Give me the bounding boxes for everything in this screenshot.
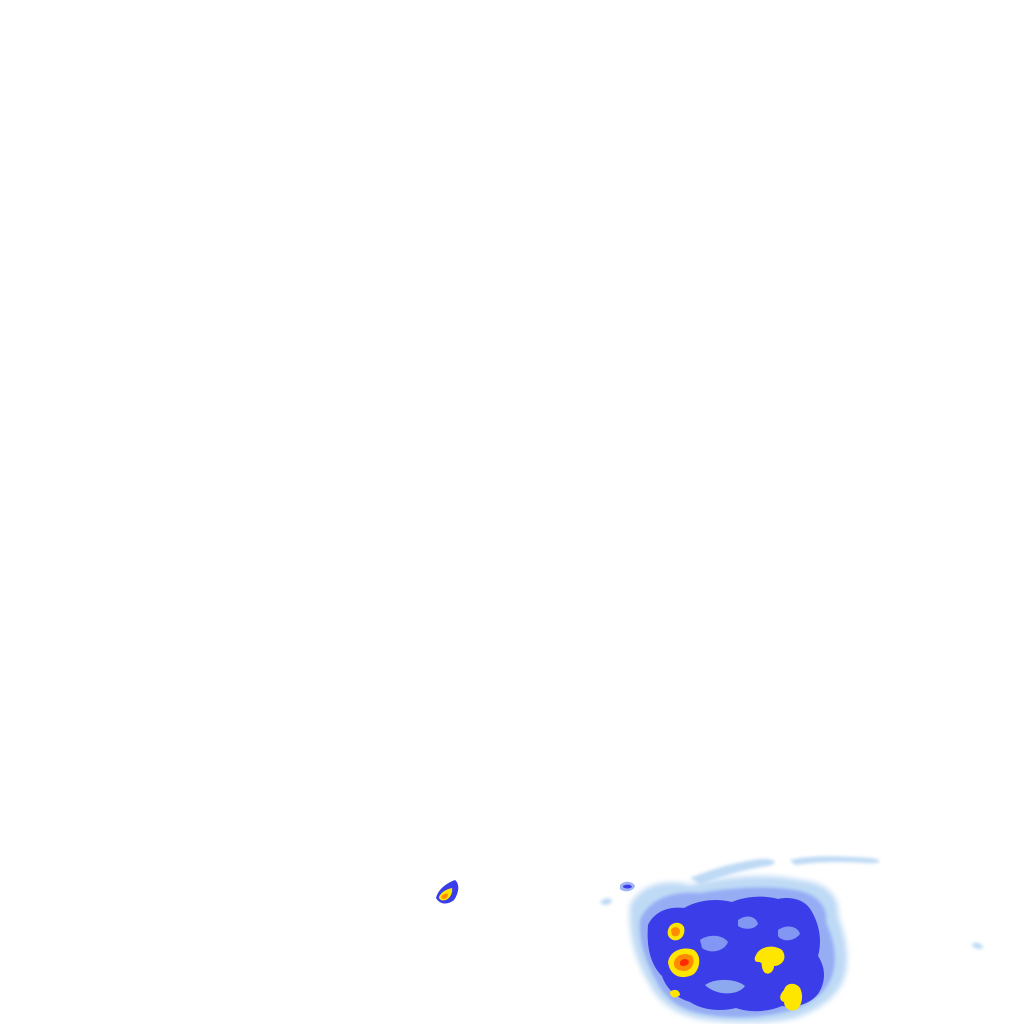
trace-band: [600, 856, 983, 949]
storm-cell-small: [620, 881, 635, 892]
storm-cell-west: [436, 880, 459, 904]
storm-complex-east: [629, 876, 848, 1023]
